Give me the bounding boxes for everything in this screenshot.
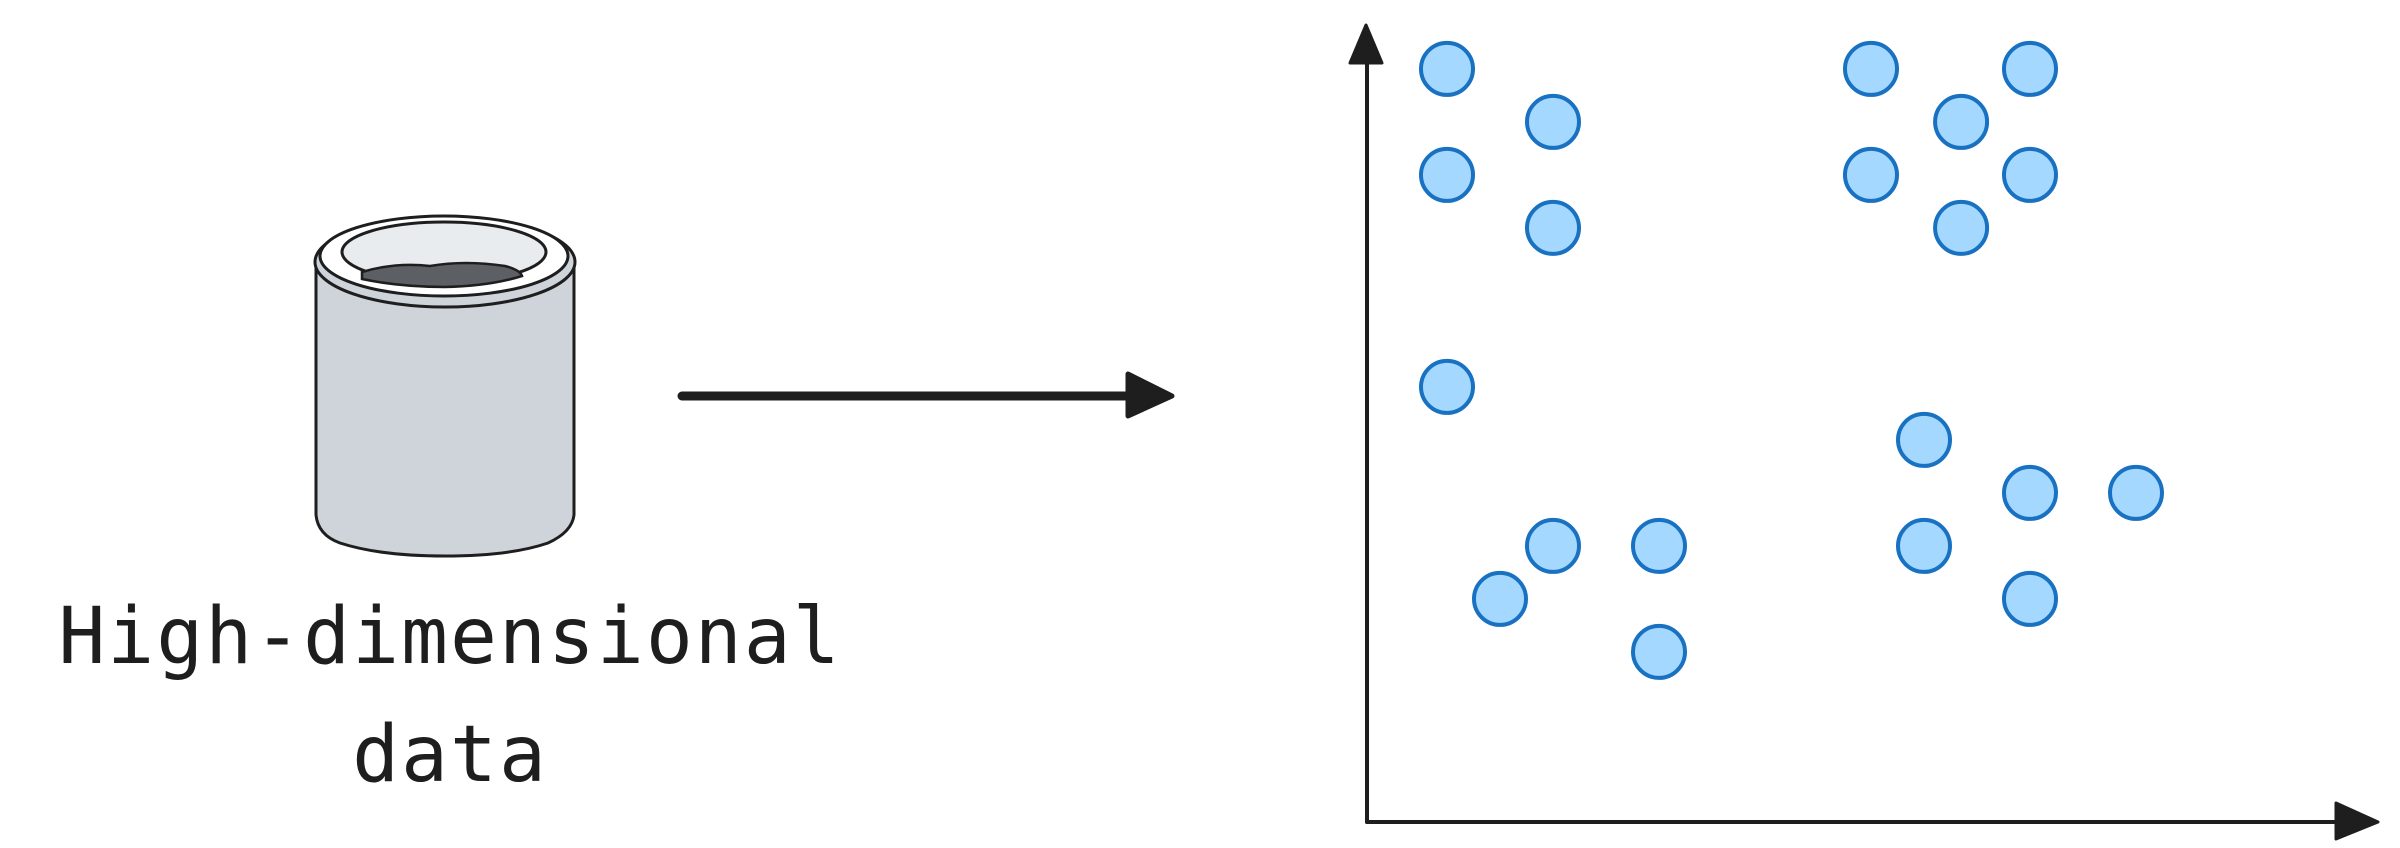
arrow-head bbox=[1125, 371, 1175, 419]
arrow-right-icon bbox=[677, 371, 1175, 419]
x-axis-arrowhead bbox=[2334, 801, 2380, 841]
embedding-point-9 bbox=[2002, 146, 2058, 203]
embedding-point-10 bbox=[1933, 199, 1990, 256]
embedding-axes bbox=[1348, 23, 2380, 841]
embedding-point-12 bbox=[1472, 570, 1528, 627]
embedding-point-3 bbox=[1419, 146, 1475, 203]
embedding-point-7 bbox=[1933, 93, 1990, 150]
embedding-point-14 bbox=[1631, 517, 1687, 574]
cylinder-body bbox=[314, 258, 576, 558]
embedding-point-20 bbox=[2002, 570, 2058, 627]
embedding-point-2 bbox=[1525, 93, 1581, 150]
embedding-point-17 bbox=[2002, 464, 2058, 521]
embedding-point-13 bbox=[1525, 517, 1581, 574]
source-label-line2: data bbox=[352, 710, 548, 800]
source-label-line1: High-dimensional bbox=[58, 592, 842, 682]
embedding-point-5 bbox=[1843, 40, 1899, 97]
embedding-points bbox=[1419, 40, 2164, 680]
embedding-point-6 bbox=[2002, 40, 2058, 97]
database-icon bbox=[313, 214, 577, 558]
embedding-point-11 bbox=[1419, 358, 1475, 415]
source-label: High-dimensional data bbox=[0, 578, 900, 814]
y-axis-arrowhead bbox=[1348, 23, 1384, 65]
embedding-point-1 bbox=[1419, 40, 1475, 97]
embedding-point-15 bbox=[1631, 623, 1687, 680]
embedding-point-4 bbox=[1525, 199, 1581, 256]
embedding-point-18 bbox=[2108, 464, 2164, 521]
embedding-point-16 bbox=[1896, 411, 1952, 468]
embedding-point-19 bbox=[1896, 517, 1952, 574]
embedding-point-8 bbox=[1843, 146, 1899, 203]
cylinder-contents bbox=[360, 261, 524, 289]
